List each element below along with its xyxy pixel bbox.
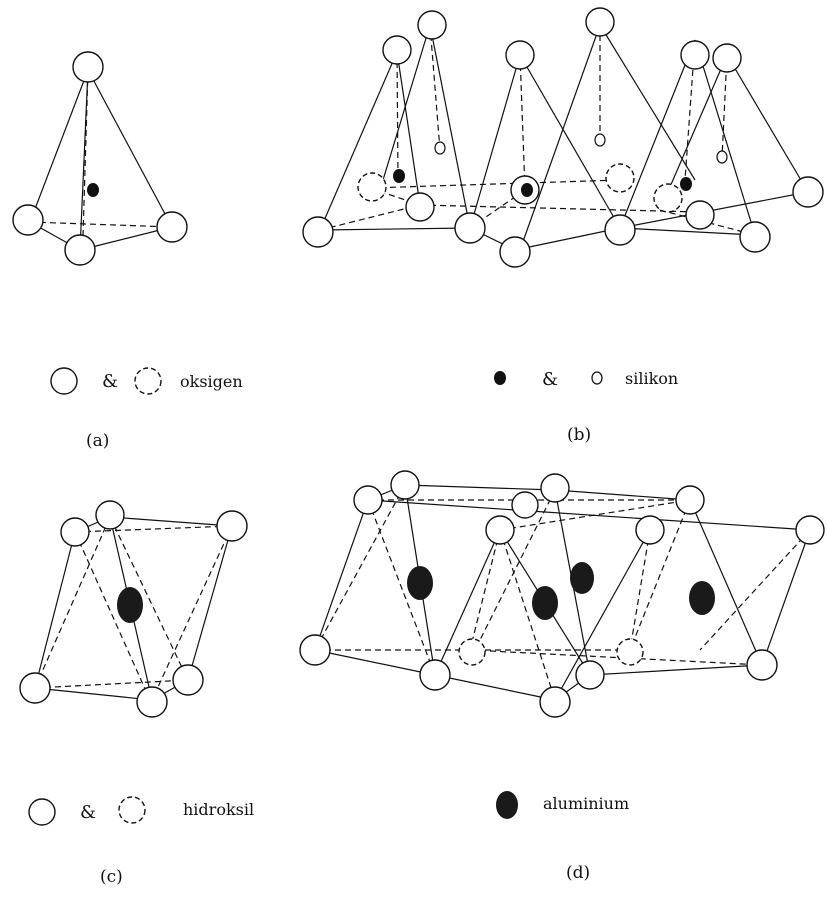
hydroxyl-atom [172,664,204,696]
oxygen-atom [605,163,635,193]
oxygen-atom [405,192,435,222]
caption-c: (c) [100,867,123,887]
panel-a-tetrahedron [12,51,188,266]
oxygen-legend-symbol [50,367,78,395]
oxygen-atom [382,35,412,65]
oxygen-atom [156,211,188,243]
legend-amp: & [102,371,118,392]
hydroxyl-atom [216,510,248,542]
oxygen-atom [12,204,44,236]
oxygen-atom [604,214,636,246]
panel-b-tetrahedral-sheet [302,7,824,268]
oxygen-atom [685,200,715,230]
caption-b: (b) [567,425,591,445]
hydroxyl-atom [746,649,778,681]
silicon-atom [521,183,533,197]
silicon-atom [680,177,692,191]
hydroxyl-atom [419,659,451,691]
oxygen-atom [302,216,334,248]
hydroxyl-atom [635,515,665,545]
oxygen-atom [739,221,771,253]
hydroxyl-atom [390,470,420,500]
aluminium-atom [407,566,433,600]
hydroxyl-atom [299,634,331,666]
oxygen-atom [653,183,683,213]
hydroxyl-atom [540,473,570,503]
oxygen-atom [680,40,710,70]
legend-aluminium: aluminium [496,791,629,819]
oxygen-atom [585,7,615,37]
caption-a: (a) [86,431,109,451]
oxygen-atom [712,43,742,73]
panel-c-octahedron [19,500,248,718]
oxygen-atom [454,212,486,244]
hydroxyl-atom [485,515,515,545]
oxygen-legend-symbol-dashed [134,367,162,395]
hydroxyl-atom [19,672,51,704]
silicon-atom [87,183,99,197]
legend-silicon: & silikon [494,369,678,390]
legend-aluminium-label: aluminium [543,794,629,813]
aluminium-atom [689,581,715,615]
hydroxyl-legend-symbol [28,798,56,826]
aluminium-legend-symbol [496,791,518,819]
legend-amp: & [542,369,558,390]
hydroxyl-atom [353,485,383,515]
hydroxyl-atom [136,686,168,718]
legend-oxygen-label: oksigen [180,372,243,391]
aluminium-atom [117,587,143,623]
silicon-legend-symbol [494,371,506,385]
oxygen-atom [357,172,387,202]
aluminium-atom [570,562,594,594]
hydroxyl-atom [458,638,486,666]
caption-d: (d) [566,863,590,883]
hydroxyl-atom [616,638,644,666]
legend-silicon-label: silikon [625,369,678,388]
oxygen-atom [792,176,824,208]
aluminium-atom [532,586,558,620]
legend-oxygen: & oksigen [50,367,243,395]
oxygen-atom [64,234,96,266]
silicon-legend-symbol-hollow [591,371,603,385]
oxygen-atom [505,40,535,70]
hydroxyl-atom [675,485,705,515]
oxygen-atom [499,236,531,268]
hydroxyl-atom [575,660,605,690]
silicon-atom-hollow [594,133,606,147]
legend-hydroxyl-label: hidroksil [183,800,254,819]
hydroxyl-atom [539,686,571,718]
legend-amp: & [80,802,96,823]
silicon-atom-hollow [434,141,446,155]
legend-hydroxyl: & hidroksil [28,796,254,826]
hydroxyl-atom [95,500,125,530]
silicon-atom-hollow [716,150,728,164]
panel-d-octahedral-sheet [299,470,825,718]
hydroxyl-legend-symbol-dashed [118,796,146,824]
hydroxyl-atom [511,491,539,519]
silicon-atom [393,169,405,183]
hydroxyl-atom [795,515,825,545]
hydroxyl-atom [60,517,90,547]
oxygen-atom [72,51,104,83]
oxygen-atom [417,10,447,40]
